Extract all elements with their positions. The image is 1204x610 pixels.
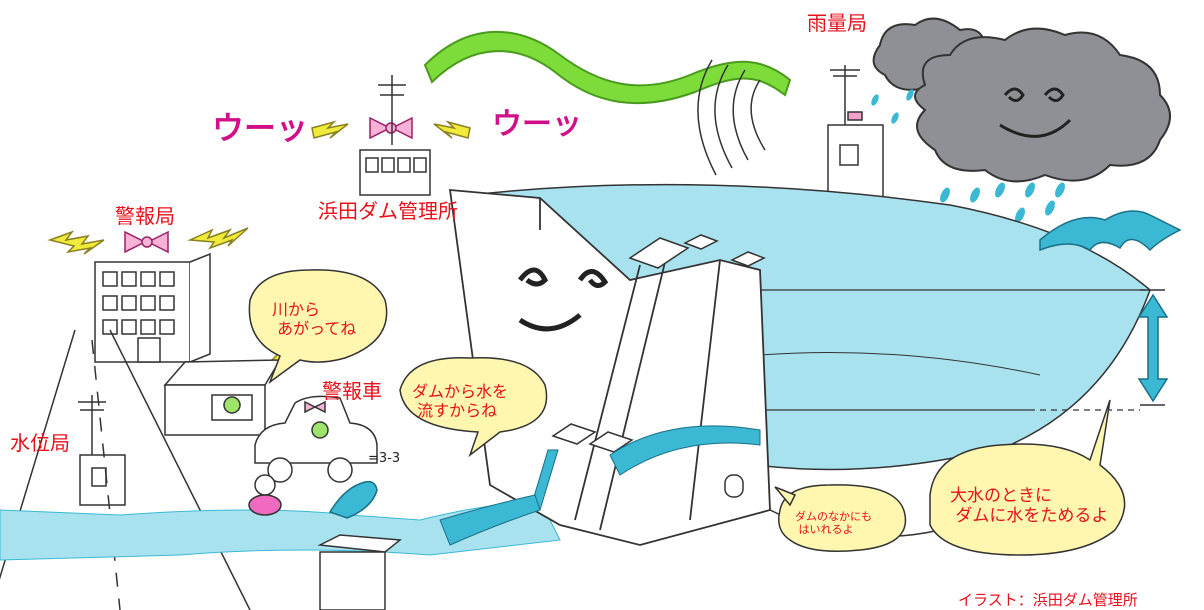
dam-office-label: 浜田ダム管理所 [318, 199, 458, 223]
bubble-river-warning [248, 269, 388, 385]
reservoir-wave [1039, 210, 1182, 252]
alarm-station-label: 警報局 [115, 204, 175, 228]
rain-station-building [827, 65, 884, 206]
radio-wave-band [423, 30, 792, 105]
child-figure [248, 474, 282, 516]
dam-face [518, 267, 609, 332]
rain-cloud-face [914, 27, 1171, 183]
water-level-station-label: 水位局 [10, 431, 70, 455]
bubble-release-notice [399, 356, 548, 458]
bubble-flood-storage [929, 399, 1126, 556]
bubble-inside-dam-text: ダムのなかにも はいれるよ [795, 510, 872, 537]
jumping-fish [328, 480, 378, 519]
radio-signal-arcs [697, 59, 766, 176]
siren-horn-alarm-station [124, 230, 169, 254]
siren-horn-office [369, 116, 413, 140]
alarm-car [254, 395, 378, 483]
siren-sound-left: ウーッ [212, 109, 309, 147]
alarm-station-building [94, 252, 211, 363]
dam-gates [551, 234, 766, 498]
water-level-station [78, 395, 126, 506]
bubble-flood-storage-text: 大水のときに ダムに水をためるよ [950, 486, 1109, 527]
road [0, 329, 251, 610]
bubble-inside-dam [774, 484, 907, 552]
rain-station-label: 雨量局 [807, 11, 867, 35]
foreground-building [317, 534, 402, 610]
car-sound-effect: =3-3 [368, 451, 401, 466]
dam-wall [448, 189, 771, 546]
illustration-credit: イラスト：浜田ダム管理所 [958, 591, 1138, 609]
dam-office-building [359, 75, 431, 196]
spillway-water [439, 425, 761, 546]
water-level-arrow [1137, 289, 1169, 406]
alarm-car-label: 警報車 [322, 379, 382, 403]
bubble-river-warning-text: 川から あがってね [272, 300, 357, 339]
bubble-release-notice-text: ダムから水を 流すからね [412, 382, 509, 421]
house [163, 359, 282, 436]
siren-sound-right: ウーッ [492, 107, 582, 142]
